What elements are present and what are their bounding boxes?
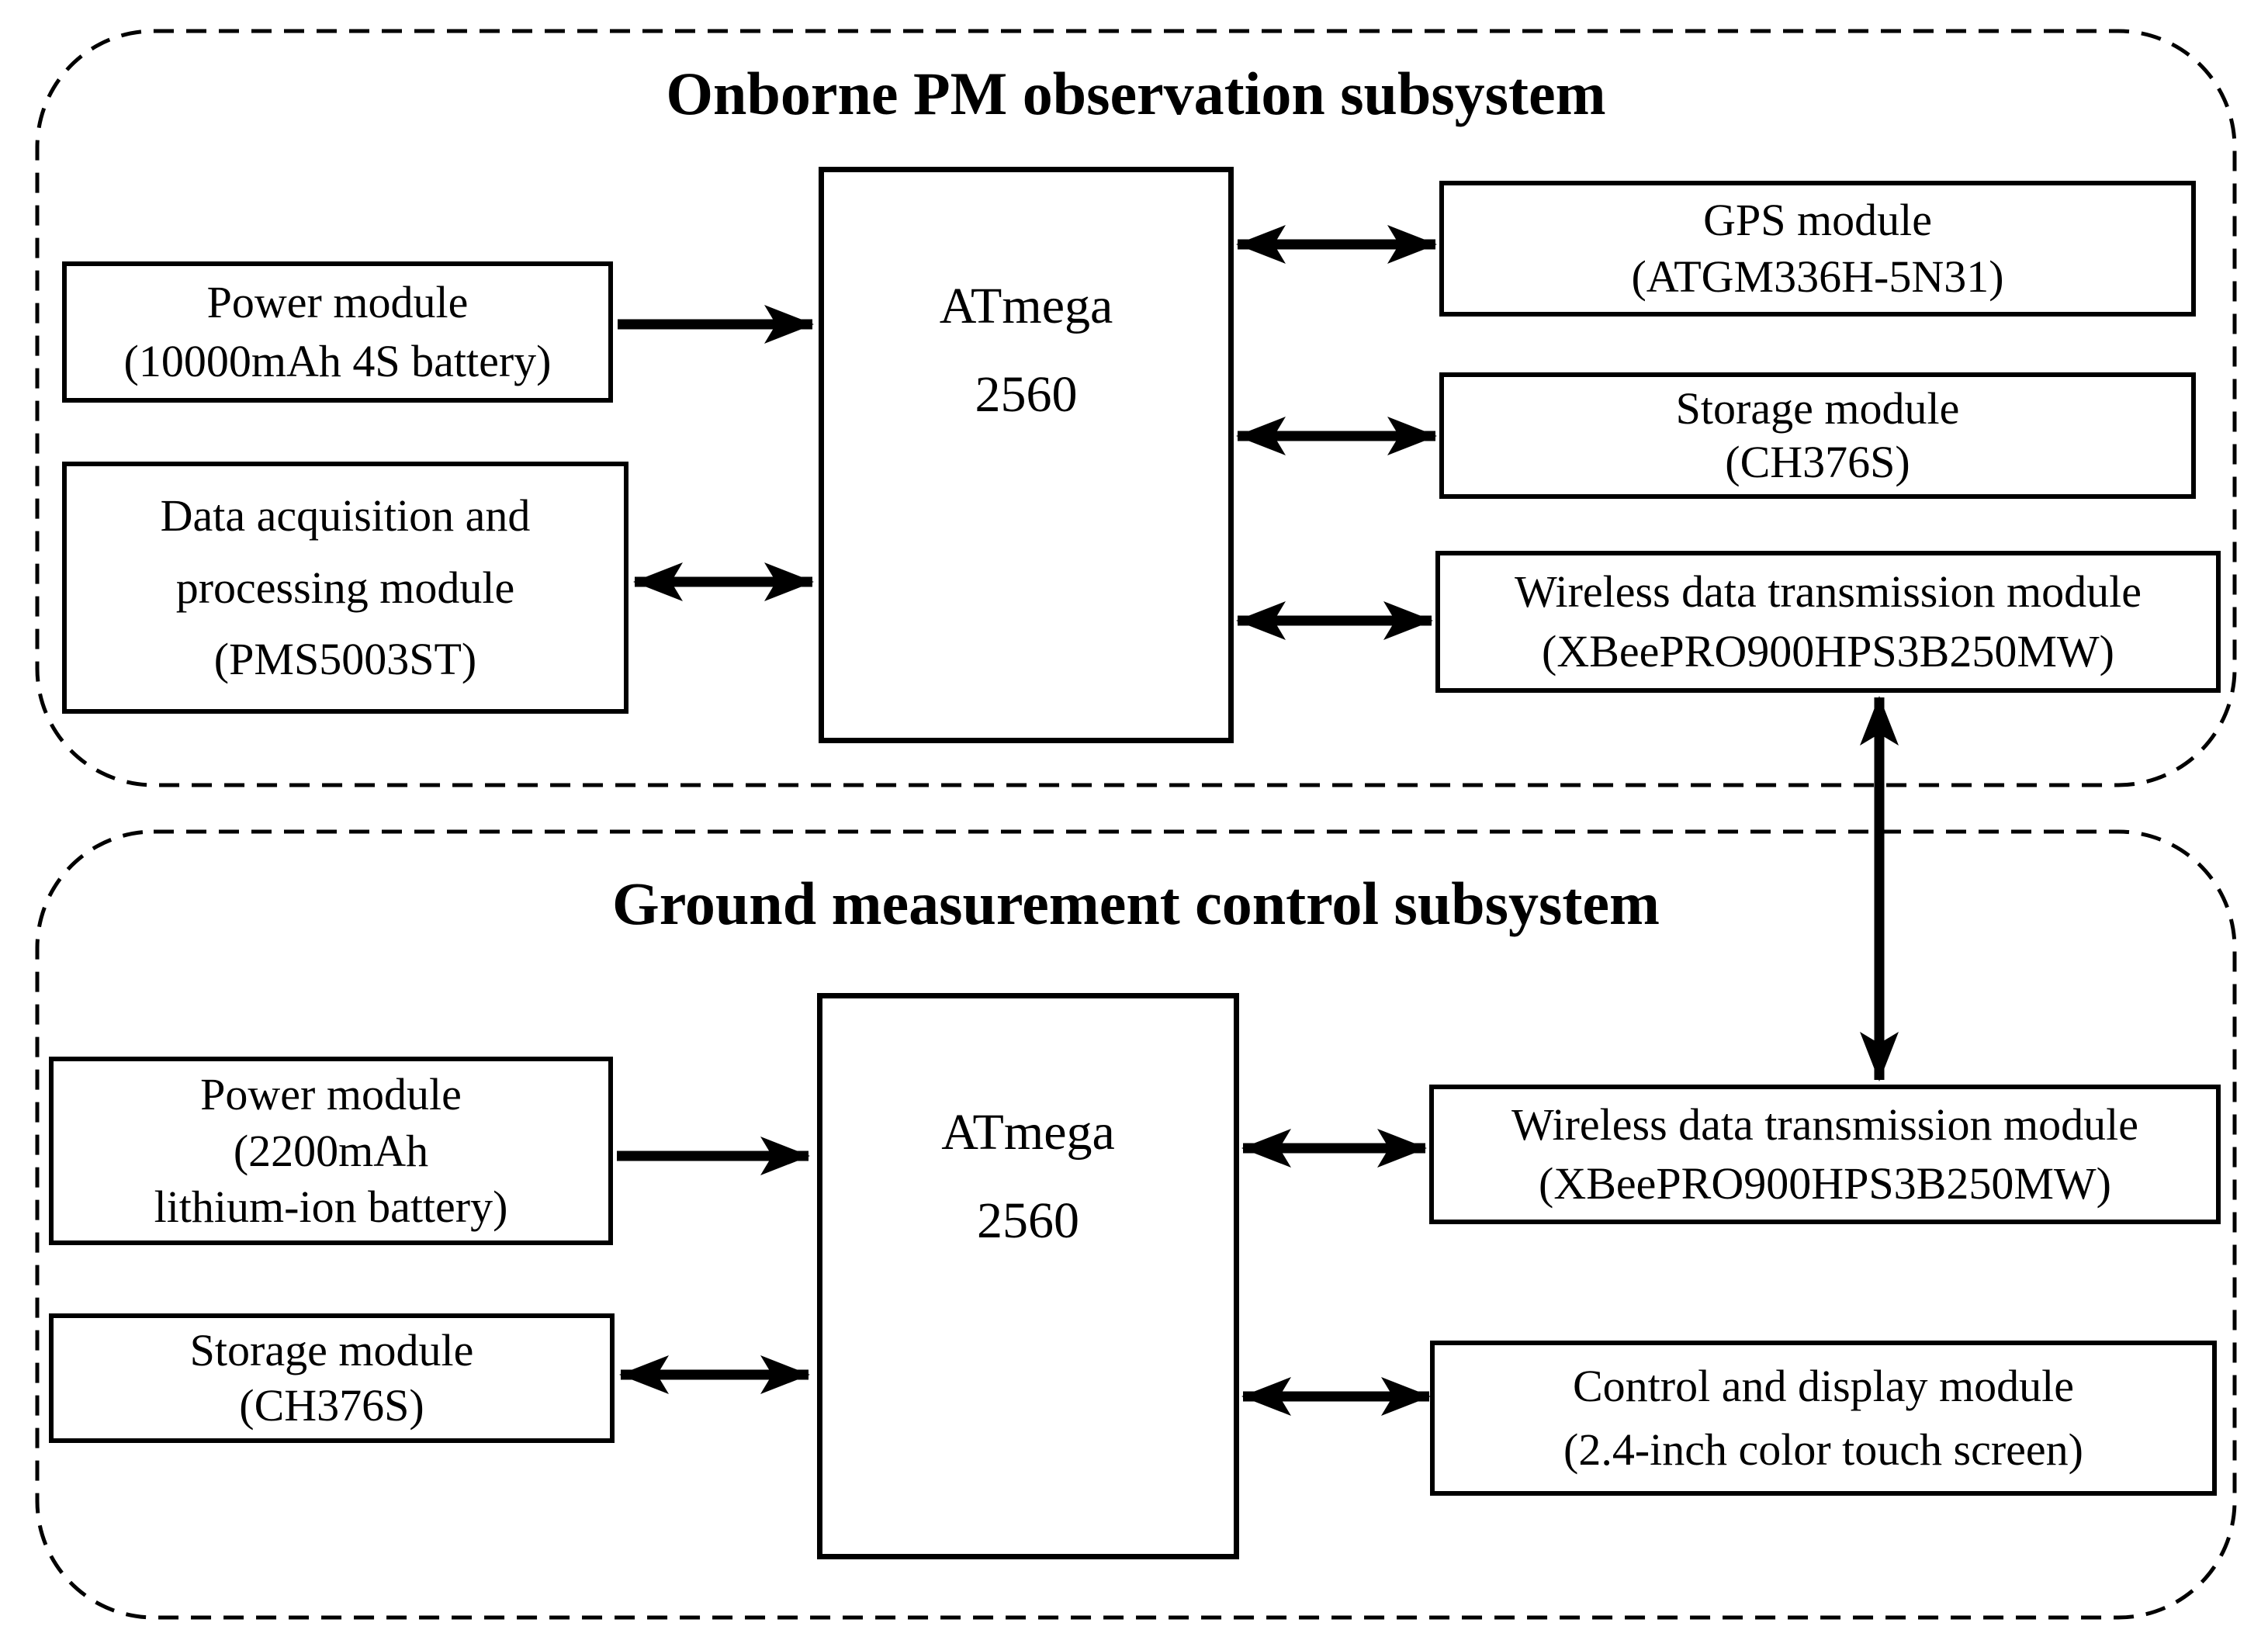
bottom-subsystem-title: Ground measurement control subsystem <box>612 870 1660 937</box>
box-label-line: Control and display module <box>1573 1361 2074 1411</box>
top-subsystem-border <box>35 29 2237 787</box>
box-label-line: GPS module <box>1703 194 1932 245</box>
box-label-line: lithium-ion battery) <box>154 1181 508 1232</box>
box-label-line: Wireless data transmission module <box>1511 1099 2138 1150</box>
box-label-line: (ATGM336H-5N31) <box>1631 251 2004 303</box>
box-label-line: 2560 <box>977 1192 1079 1249</box>
box-label-line: Wireless data transmission module <box>1515 566 2142 618</box>
box-label-line: (XBeePRO900HPS3B250MW) <box>1539 1157 2111 1209</box>
box-label-line: Power module <box>200 1069 462 1120</box>
top-subsystem-title: Onborne PM observation subsystem <box>666 60 1606 127</box>
box-label-line: ATmega <box>939 278 1113 334</box>
box-power-module-bottom: Power module (2200mAh lithium-ion batter… <box>49 1057 613 1245</box>
box-gps-module: GPS module (ATGM336H-5N31) <box>1439 181 2196 317</box>
box-label-line: (CH376S) <box>239 1380 424 1431</box>
box-atmega2560-top: ATmega 2560 <box>819 167 1234 743</box>
box-wireless-module-top: Wireless data transmission module (XBeeP… <box>1435 551 2221 693</box>
box-label-line: (10000mAh 4S battery) <box>123 336 552 386</box>
box-label-line: Storage module <box>1675 382 1960 434</box>
box-label-line: (2.4-inch color touch screen) <box>1563 1424 2083 1475</box>
box-label-line: Power module <box>206 277 469 327</box>
box-label-line: Data acquisition and <box>160 490 531 541</box>
box-label-line: (PMS5003ST) <box>213 634 477 685</box>
box-power-module-top: Power module (10000mAh 4S battery) <box>62 261 613 403</box>
box-storage-module-top: Storage module (CH376S) <box>1439 372 2196 499</box>
box-label-line: (2200mAh <box>233 1125 429 1176</box>
bottom-subsystem-border <box>35 829 2237 1620</box>
box-data-acquisition-module: Data acquisition and processing module (… <box>62 462 628 714</box>
box-label-line: 2560 <box>975 366 1078 423</box>
box-storage-module-bottom: Storage module (CH376S) <box>49 1313 615 1443</box>
box-atmega2560-bottom: ATmega 2560 <box>817 993 1239 1559</box>
box-label-line: Storage module <box>189 1325 474 1375</box>
box-control-display-module: Control and display module (2.4-inch col… <box>1430 1341 2217 1496</box>
box-label-line: (CH376S) <box>1725 437 1910 488</box>
box-label-line: ATmega <box>941 1104 1115 1161</box>
box-wireless-module-bottom: Wireless data transmission module (XBeeP… <box>1429 1085 2221 1224</box>
box-label-line: processing module <box>175 562 515 613</box>
box-label-line: (XBeePRO900HPS3B250MW) <box>1542 625 2114 676</box>
